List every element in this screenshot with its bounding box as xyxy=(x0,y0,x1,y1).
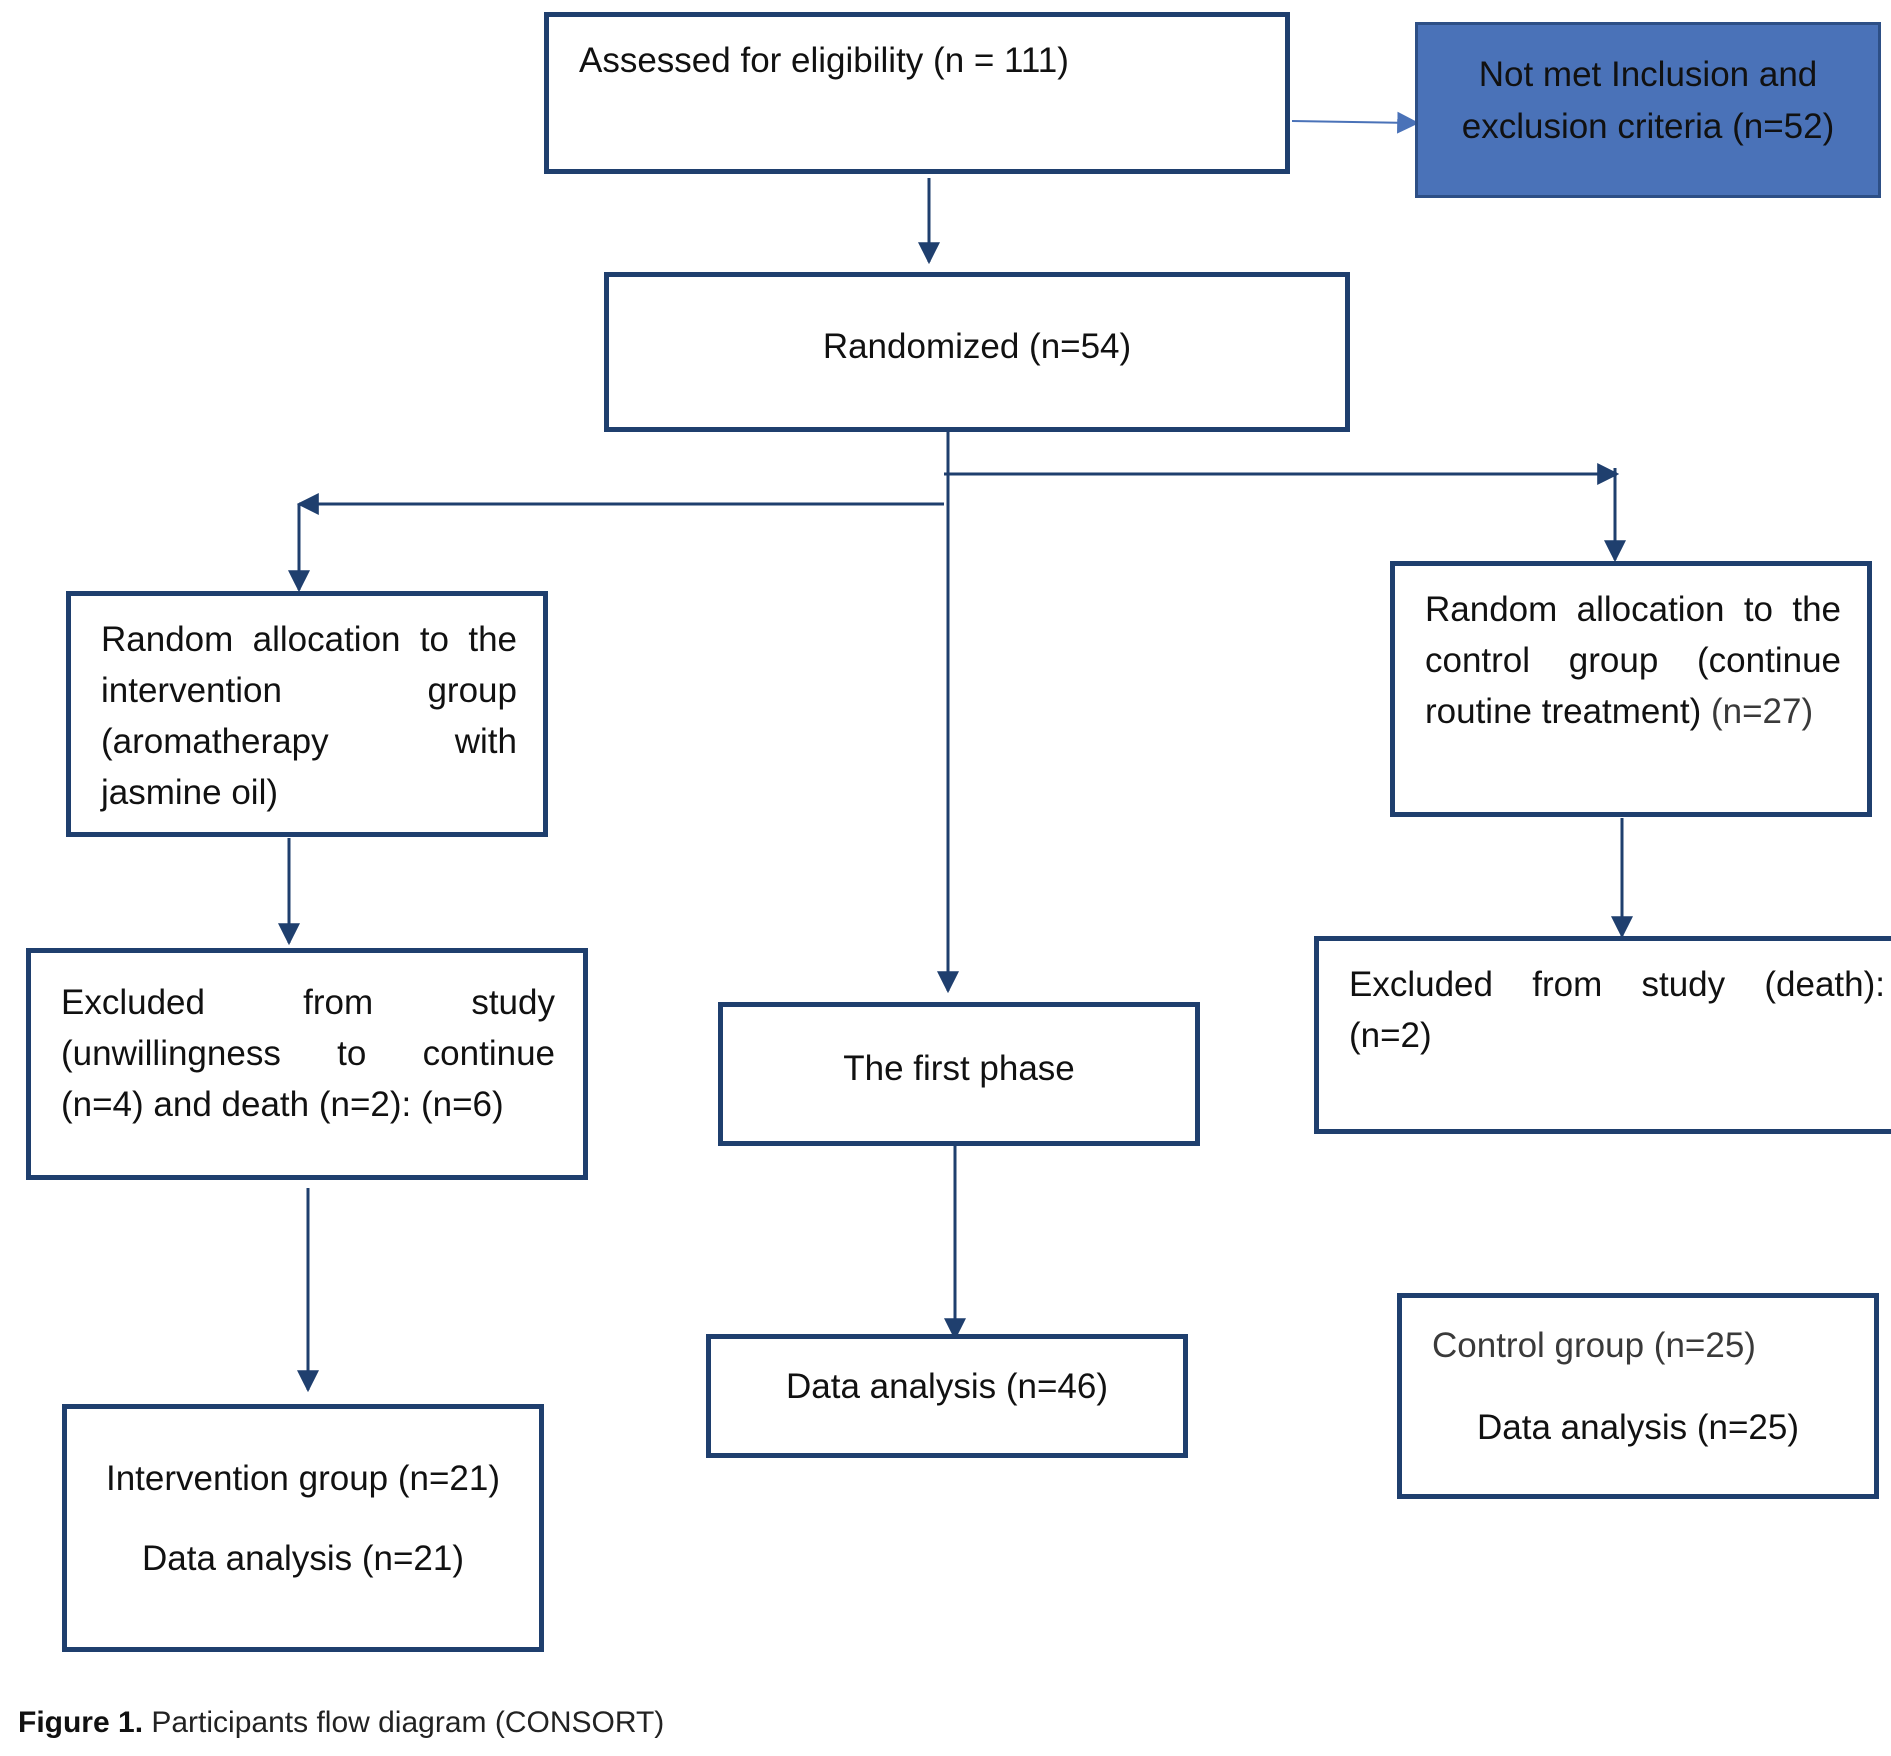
intervention-alloc-line-1: Random allocation to the xyxy=(101,620,517,659)
intervention-group-box: Intervention group (n=21) Data analysis … xyxy=(62,1404,544,1652)
excluded-intervention-line-3: (n=4) and death (n=2): (n=6) xyxy=(61,1085,504,1124)
control-allocation-text: Random allocation to the control group (… xyxy=(1425,584,1841,737)
figure-caption: Figure 1. Participants flow diagram (CON… xyxy=(18,1706,664,1740)
excluded-control-text: Excluded from study (death): (n=2) xyxy=(1349,959,1885,1061)
excluded-control-box: Excluded from study (death): (n=2) xyxy=(1314,936,1891,1134)
intervention-group-label: Intervention group (n=21) xyxy=(105,1459,500,1498)
data-analysis-label: Data analysis (n=46) xyxy=(786,1367,1108,1406)
assessed-box: Assessed for eligibility (n = 111) xyxy=(544,12,1290,174)
figure-caption-label: Figure 1. xyxy=(18,1706,144,1739)
arrow-to-not-met xyxy=(1291,111,1420,134)
not-met-criteria-box: Not met Inclusion and exclusion criteria… xyxy=(1415,22,1881,198)
excluded-intervention-line-1: Excluded from study xyxy=(61,983,555,1022)
control-analysis-label: Data analysis (n=25) xyxy=(1477,1408,1799,1447)
excluded-intervention-line-2: (unwillingness to continue xyxy=(61,1034,555,1073)
data-analysis-box: Data analysis (n=46) xyxy=(706,1334,1188,1458)
control-alloc-line-1: Random allocation to the xyxy=(1425,590,1841,629)
not-met-line-2: exclusion criteria (n=52) xyxy=(1461,107,1835,146)
excluded-intervention-box: Excluded from study (unwillingness to co… xyxy=(26,948,588,1180)
intervention-alloc-line-4: jasmine oil) xyxy=(101,773,278,812)
intervention-alloc-line-3: (aromatherapy with xyxy=(101,722,517,761)
intervention-analysis-label: Data analysis (n=21) xyxy=(142,1539,464,1578)
first-phase-label: The first phase xyxy=(843,1049,1075,1088)
excluded-intervention-text: Excluded from study (unwillingness to co… xyxy=(61,977,555,1130)
first-phase-box: The first phase xyxy=(718,1002,1200,1146)
intervention-alloc-line-2: intervention group xyxy=(101,671,517,710)
control-alloc-line-3-wrap: routine treatment) (n=27) xyxy=(1425,686,1841,737)
not-met-line-1: Not met Inclusion and xyxy=(1478,55,1818,94)
randomized-label: Randomized (n=54) xyxy=(822,327,1132,366)
control-group-label: Control group (n=25) xyxy=(1432,1326,1756,1365)
intervention-allocation-text: Random allocation to the intervention gr… xyxy=(101,614,517,818)
control-alloc-line-2: control group (continue xyxy=(1425,641,1841,680)
control-alloc-line-3: routine treatment) xyxy=(1425,692,1702,731)
control-allocation-box: Random allocation to the control group (… xyxy=(1390,561,1872,817)
excluded-control-line-1: Excluded from study (death): xyxy=(1349,965,1885,1004)
randomized-box: Randomized (n=54) xyxy=(604,272,1350,432)
control-alloc-count: (n=27) xyxy=(1701,692,1814,731)
control-group-box: Control group (n=25) Data analysis (n=25… xyxy=(1397,1293,1879,1499)
assessed-label: Assessed for eligibility (n = 111) xyxy=(579,41,1069,80)
figure-caption-text: Participants flow diagram (CONSORT) xyxy=(143,1706,665,1739)
intervention-allocation-box: Random allocation to the intervention gr… xyxy=(66,591,548,837)
excluded-control-line-2: (n=2) xyxy=(1349,1016,1432,1055)
